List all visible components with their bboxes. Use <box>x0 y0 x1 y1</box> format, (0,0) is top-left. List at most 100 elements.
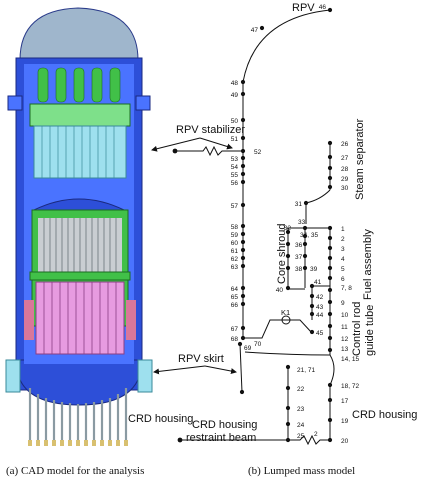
node-36: 36 <box>295 242 303 249</box>
stabilizer-spring <box>175 145 243 157</box>
node-29: 29 <box>341 176 349 183</box>
core-plate <box>29 271 131 281</box>
separator-pipes <box>41 126 115 178</box>
flange-right <box>135 95 151 111</box>
node-19: 19 <box>341 418 349 425</box>
node-32: 32 <box>284 225 292 232</box>
flange-left <box>7 95 23 111</box>
node-65: 65 <box>231 294 239 301</box>
node-2: 2 <box>341 236 345 243</box>
node-5: 5 <box>341 266 345 273</box>
node-23: 23 <box>297 406 305 413</box>
crd-restraint-label-1: CRD housing <box>192 419 257 431</box>
node-54: 54 <box>231 164 239 171</box>
node-42: 42 <box>316 294 324 301</box>
node-45: 45 <box>316 330 324 337</box>
node-49: 49 <box>231 92 239 99</box>
node-47: 47 <box>251 27 259 34</box>
core-shroud-label: Core shroud <box>276 223 288 284</box>
node-59: 59 <box>231 232 239 239</box>
cad-model <box>5 7 153 446</box>
node-44: 44 <box>316 312 324 319</box>
node-3435: 34, 35 <box>300 232 318 239</box>
lumped-mass-model <box>175 9 335 446</box>
rpv-skirt-label: RPV skirt <box>178 353 224 365</box>
node-41: 41 <box>314 279 322 286</box>
node-dots <box>172 7 333 443</box>
node-62: 62 <box>231 256 239 263</box>
node-2171: 21, 71 <box>297 367 315 374</box>
crd-housings <box>28 388 128 442</box>
node-70: 70 <box>254 341 262 348</box>
fuel-assembly-label: Fuel assembly <box>362 229 374 300</box>
node-37: 37 <box>295 254 303 261</box>
node-57: 57 <box>231 203 239 210</box>
node-13: 13 <box>341 346 349 353</box>
fuel-rods-upper <box>43 218 117 272</box>
rpv-stabilizer-label: RPV stabilizer <box>176 124 245 136</box>
node-31: 31 <box>295 201 303 208</box>
crd-right-curve <box>329 354 335 440</box>
restraint-beam <box>180 434 330 446</box>
node-6: 6 <box>341 276 345 283</box>
node-25: 25 <box>297 433 305 440</box>
node-1: 1 <box>341 226 345 233</box>
rpv-skirt-block-left <box>5 359 21 393</box>
node-55: 55 <box>231 172 239 179</box>
node-63: 63 <box>231 264 239 271</box>
node-39: 39 <box>310 266 318 273</box>
node-43: 43 <box>316 304 324 311</box>
node-27: 27 <box>341 155 349 162</box>
control-rod-label-2: guide tube <box>364 305 376 356</box>
node-48: 48 <box>231 80 239 87</box>
node-3: 3 <box>341 246 345 253</box>
node-2: 2 <box>314 431 318 438</box>
node-56: 56 <box>231 180 239 187</box>
node-4: 4 <box>341 256 345 263</box>
node-38: 38 <box>295 266 303 273</box>
caption-left: (a) CAD model for the analysis <box>6 465 144 477</box>
node-66: 66 <box>231 302 239 309</box>
crd-housing-right-label: CRD housing <box>352 409 417 421</box>
crd-restraint-label-2: restraint beam <box>186 432 256 444</box>
annotation-arrows <box>151 137 237 375</box>
k1-label: K1 <box>281 308 290 317</box>
steam-separator-region <box>33 125 127 179</box>
separator-link <box>305 189 331 224</box>
node-10: 10 <box>341 312 349 319</box>
node-20: 20 <box>341 438 349 445</box>
node-51: 51 <box>231 136 239 143</box>
rpv-skirt-block-right <box>137 359 153 393</box>
support-left <box>24 300 34 340</box>
node-26: 26 <box>341 141 349 148</box>
rpv-label: RPV <box>292 2 315 14</box>
node-60: 60 <box>231 240 239 247</box>
lower-plenum <box>244 351 331 356</box>
node-1415: 14, 15 <box>341 356 359 363</box>
support-right <box>126 300 136 340</box>
node-53: 53 <box>231 156 239 163</box>
node-58: 58 <box>231 224 239 231</box>
node-69: 69 <box>244 345 252 352</box>
node-78: 7, 8 <box>341 285 352 292</box>
node-24: 24 <box>297 422 305 429</box>
node-30: 30 <box>341 185 349 192</box>
node-50: 50 <box>231 118 239 125</box>
node-17: 17 <box>341 398 349 405</box>
node-28: 28 <box>341 166 349 173</box>
skirt-leg <box>239 343 243 393</box>
crd-housing-caps <box>28 440 128 446</box>
rpv-bottom-head <box>15 359 143 406</box>
node-52: 52 <box>254 149 262 156</box>
node-labels: 46 47 48 49 50 51 52 53 54 55 56 57 58 5… <box>231 4 360 445</box>
node-68: 68 <box>231 336 239 343</box>
node-11: 11 <box>341 324 348 331</box>
guide-tube-region <box>35 281 125 355</box>
steam-dryer-fins <box>37 67 121 103</box>
dryer-skirt <box>29 103 131 127</box>
node-40: 40 <box>276 287 284 294</box>
rpv-dome <box>19 7 139 61</box>
caption-right: (b) Lumped mass model <box>248 465 355 477</box>
rpv-head-curve <box>242 9 331 83</box>
